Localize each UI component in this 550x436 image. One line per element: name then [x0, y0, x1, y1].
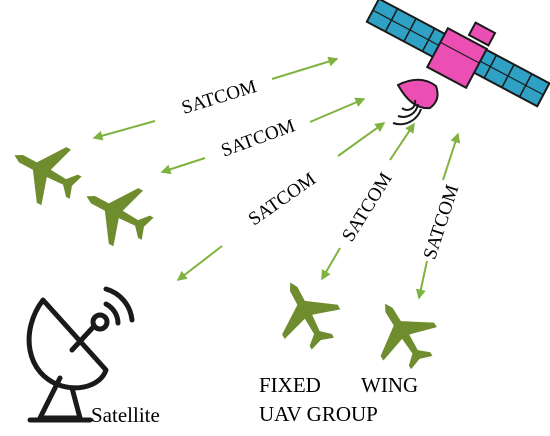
link-arrow-4-down [321, 247, 341, 281]
link-arrow-1-right [271, 56, 339, 80]
link-arrow-1-left [92, 120, 156, 141]
uav-icon [0, 127, 91, 216]
link-arrow-2-right [309, 97, 366, 123]
uav-icon [262, 267, 351, 359]
satellite-icon [365, 0, 550, 126]
link-arrow-2-left [160, 157, 206, 175]
link-arrow-4-up [389, 122, 415, 161]
satcom-links [92, 56, 461, 300]
link-arrow-5-up [442, 132, 461, 181]
satcom-label-5: SATCOM [420, 182, 464, 262]
group-label-fixed: FIXED [259, 373, 321, 397]
group-label-wing: WING [361, 373, 418, 397]
link-arrow-5-down [415, 260, 428, 300]
satcom-label-1: SATCOM [179, 76, 259, 119]
satellite-dish-icon [26, 286, 135, 423]
uav-icon [358, 287, 449, 380]
satcom-label-2: SATCOM [218, 115, 298, 161]
ground-station-label: Satellite [91, 403, 160, 427]
satcom-label-3: SATCOM [245, 169, 320, 230]
uav-icon [71, 168, 163, 257]
satcom-label-4: SATCOM [338, 169, 397, 246]
group-label-uav-group: UAV GROUP [259, 402, 378, 426]
link-arrow-3-left [176, 245, 223, 281]
link-arrow-3-right [337, 122, 386, 157]
